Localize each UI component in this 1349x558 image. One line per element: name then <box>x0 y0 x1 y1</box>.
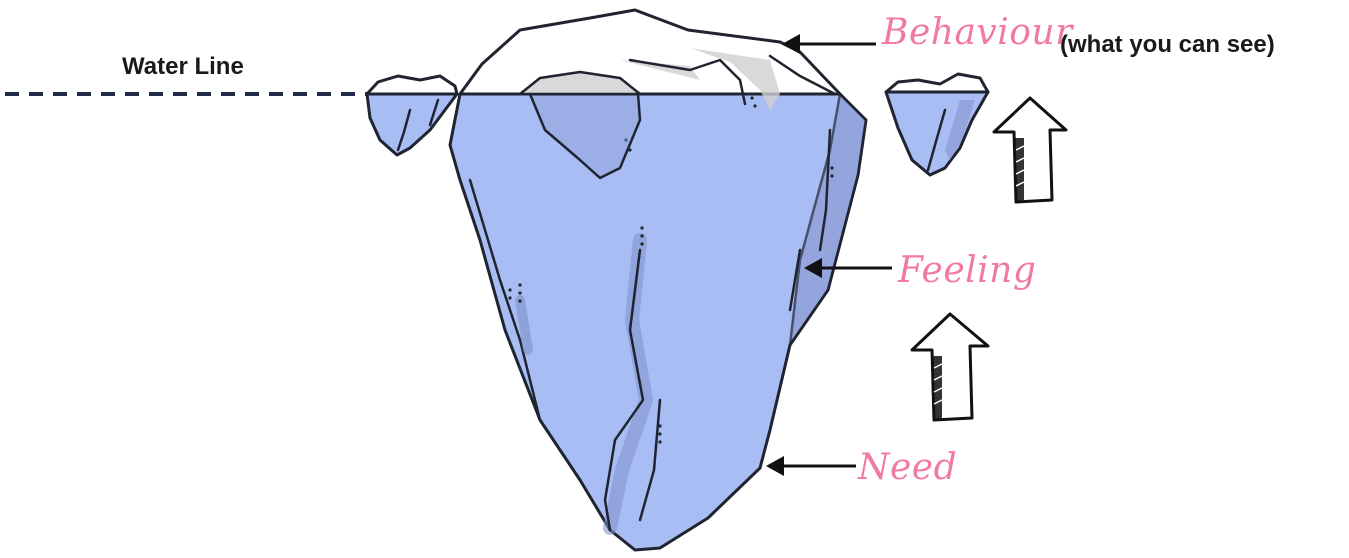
left-small-iceberg <box>367 76 457 155</box>
small-iceberg-tip <box>886 74 988 92</box>
arrow-left-icon <box>804 258 892 278</box>
arrow-left-icon <box>766 456 856 476</box>
arrow-up-outline-icon <box>994 98 1066 202</box>
behaviour-label: Behaviour <box>882 12 1073 53</box>
iceberg-visible-tip <box>460 10 840 94</box>
behaviour-note: (what you can see) <box>1060 31 1275 59</box>
feeling-label: Feeling <box>898 250 1036 291</box>
main-iceberg <box>450 10 866 550</box>
small-iceberg-underwater <box>367 94 457 155</box>
water-line-label: Water Line <box>122 53 244 81</box>
arrow-left-icon <box>782 34 876 54</box>
need-label: Need <box>858 447 957 488</box>
right-small-iceberg <box>886 74 988 175</box>
small-iceberg-tip <box>367 76 457 94</box>
arrow-up-outline-icon <box>912 314 988 420</box>
